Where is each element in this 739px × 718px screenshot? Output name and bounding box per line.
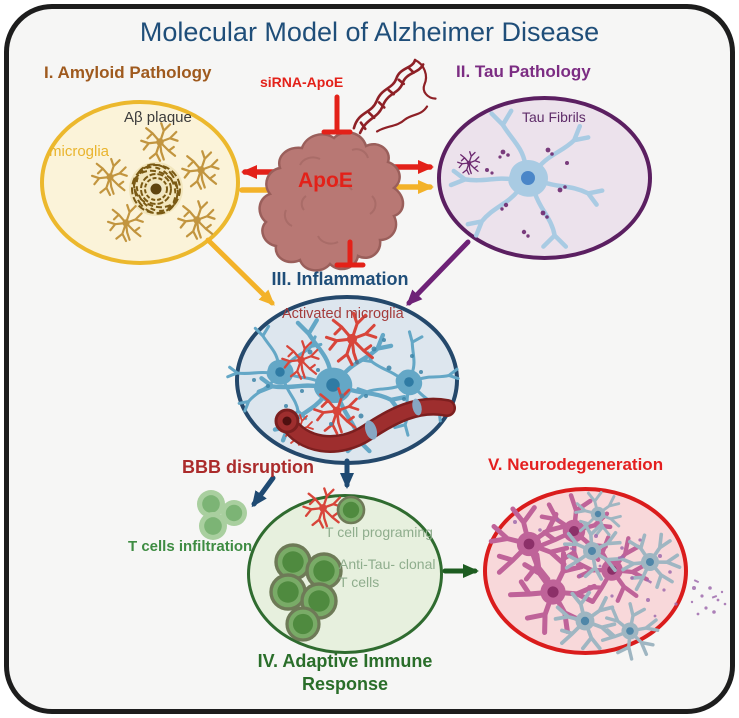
neurodegeneration-circle <box>483 487 688 655</box>
adaptive-heading: IV. Adaptive Immune Response <box>257 651 433 694</box>
activated-microglia-label: Activated microglia <box>282 306 404 322</box>
t-cells-infiltration-label: T cells infiltration <box>128 538 253 555</box>
sirna-apoe-label: siRNA-ApoE <box>260 74 344 90</box>
t-cell-programing-label: T cell programing <box>325 524 433 540</box>
anti-tau-clonal-label: Anti-Tau- clonal T cells <box>339 556 436 591</box>
apoe-label: ApoE <box>298 169 353 192</box>
tau-heading: II. Tau Pathology <box>456 62 591 81</box>
page-title: Molecular Model of Alzheimer Disease <box>139 17 600 47</box>
microglia-label: microglia <box>49 143 110 160</box>
inflammation-heading: III. Inflammation <box>271 269 409 289</box>
neurodegeneration-heading: V. Neurodegeneration <box>488 455 664 474</box>
ab-plaque-label: Aβ plaque <box>124 109 192 126</box>
bbb-disruption-label: BBB disruption <box>182 457 314 477</box>
amyloid-heading: I. Amyloid Pathology <box>44 63 212 82</box>
tau-fibrils-label: Tau Fibrils <box>522 109 586 125</box>
